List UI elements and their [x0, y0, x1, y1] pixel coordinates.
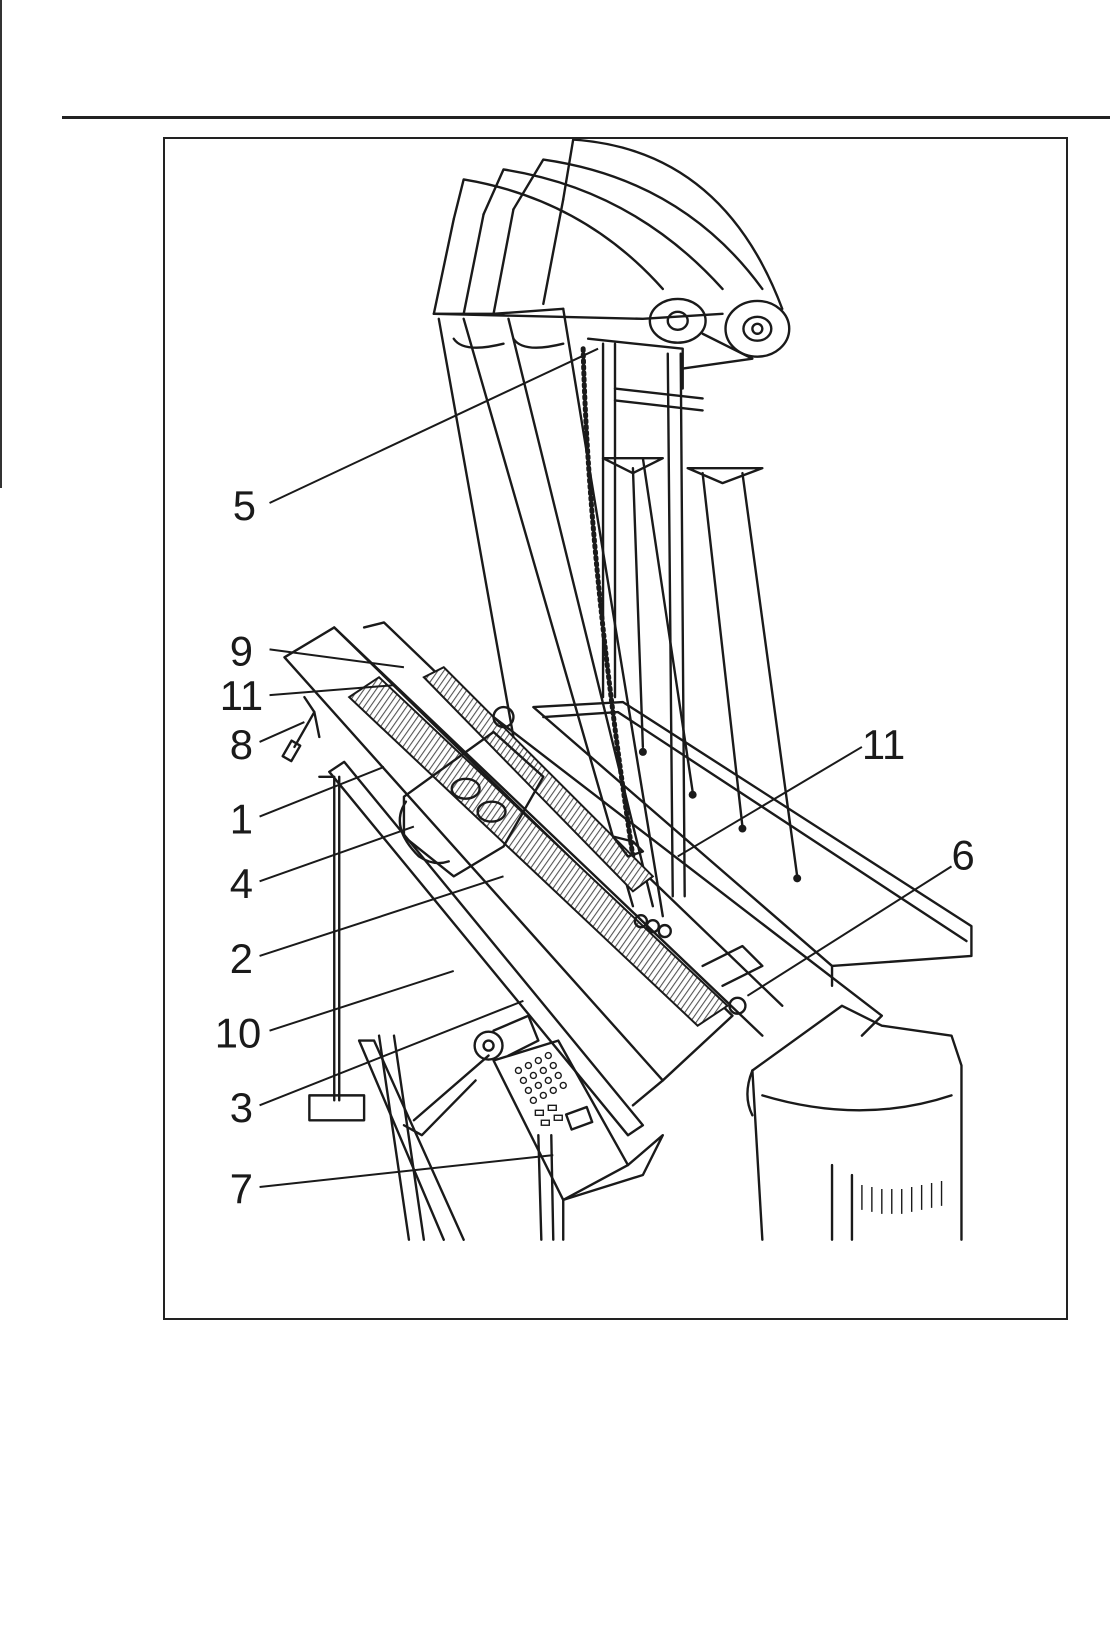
callout-10: 10: [215, 1010, 261, 1057]
callout-8: 8: [230, 721, 253, 768]
figure-frame: 5 9 11 8 1 4 2 10 3 7 11 6: [163, 137, 1068, 1320]
control-panel: [494, 1041, 663, 1240]
knitting-machine-illustration: 5 9 11 8 1 4 2 10 3 7 11 6: [165, 139, 1066, 1318]
callout-11-right: 11: [862, 721, 905, 768]
callout-2: 2: [230, 935, 253, 982]
needle-bed-assembly: [284, 622, 881, 1105]
callout-11-left: 11: [220, 672, 263, 719]
callout-6: 6: [952, 831, 975, 878]
keypad-buttons: [515, 1053, 566, 1126]
callout-leaders: [260, 349, 952, 1187]
callout-4: 4: [230, 860, 253, 907]
leader-1: [260, 767, 384, 817]
callout-1: 1: [230, 796, 253, 843]
leader-6: [747, 866, 951, 995]
callout-3: 3: [230, 1084, 253, 1131]
pulley-assembly: [404, 1016, 538, 1135]
leader-3: [260, 1001, 524, 1106]
yarn-chain: [583, 349, 633, 857]
motor-housing: [747, 1006, 961, 1240]
yarn-tension-mast: [434, 140, 789, 389]
callout-7: 7: [230, 1165, 253, 1212]
leader-2: [260, 876, 504, 956]
machine-stand: [379, 1036, 553, 1240]
leader-11-right: [678, 747, 862, 857]
header-rule: [62, 116, 1110, 119]
margin-mark: [0, 0, 2, 488]
yarn-chain-outline: [583, 349, 633, 857]
callout-5: 5: [233, 482, 256, 529]
leader-7: [260, 1155, 554, 1187]
motor-vents: [862, 1181, 942, 1214]
leader-10: [270, 971, 454, 1031]
callout-9: 9: [230, 627, 253, 674]
leader-4: [260, 827, 414, 882]
